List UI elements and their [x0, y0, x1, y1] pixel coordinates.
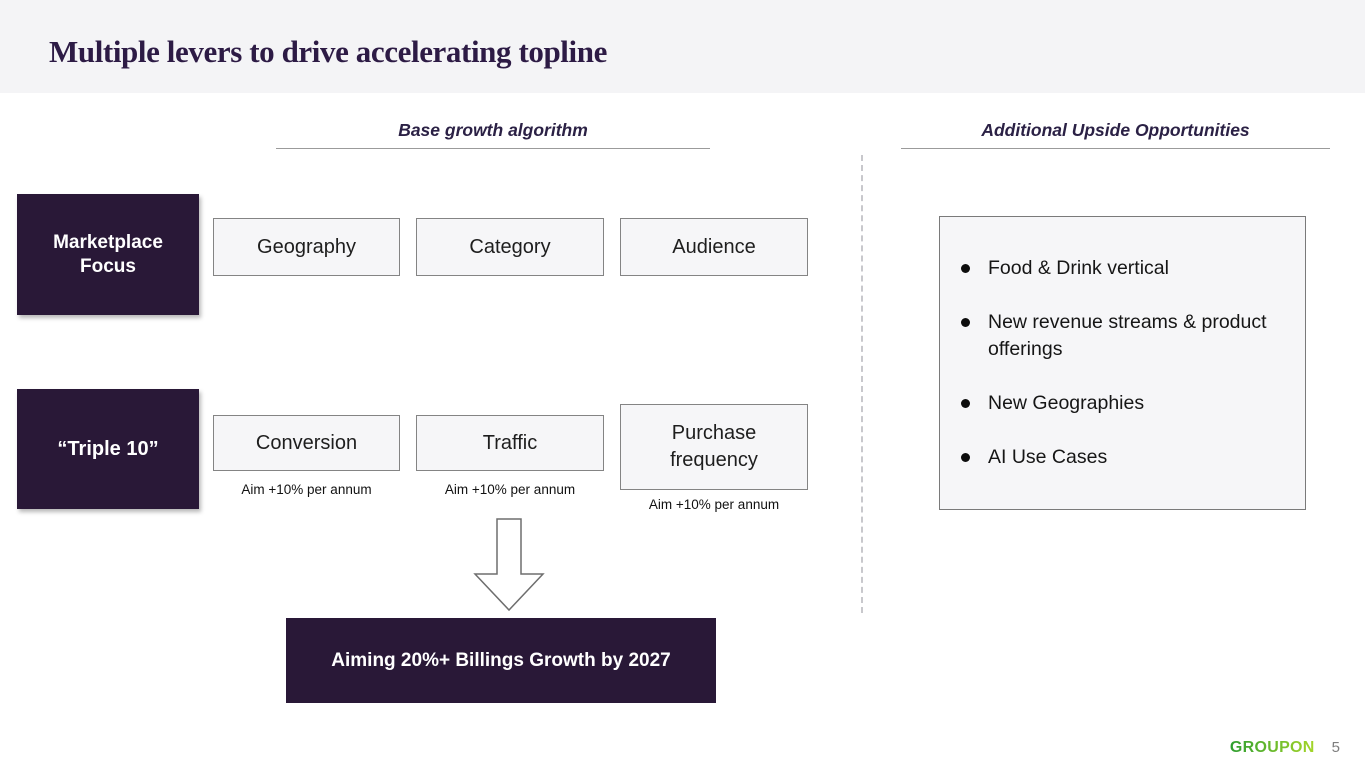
outcome-box: Aiming 20%+ Billings Growth by 2027: [286, 618, 716, 703]
base-growth-underline: [276, 148, 710, 149]
category-box: Category: [416, 218, 604, 276]
page-title: Multiple levers to drive accelerating to…: [49, 34, 607, 69]
upside-bullet-list: Food & Drink vertical New revenue stream…: [940, 217, 1305, 471]
list-item: AI Use Cases: [940, 444, 1287, 471]
slide-header-strip: [0, 0, 1365, 93]
upside-panel: Food & Drink vertical New revenue stream…: [939, 216, 1306, 510]
upside-header: Additional Upside Opportunities: [981, 120, 1250, 140]
groupon-logo: GROUPON: [1229, 739, 1315, 756]
aim-note-conversion: Aim +10% per annum: [241, 482, 372, 497]
audience-box: Audience: [620, 218, 808, 276]
conversion-box: Conversion: [213, 415, 400, 471]
triple-10-box: “Triple 10”: [17, 389, 199, 509]
arrow-down-icon: [473, 518, 545, 612]
base-growth-header: Base growth algorithm: [398, 120, 588, 140]
slide-footer: GROUPON 5: [1230, 739, 1340, 757]
list-item: Food & Drink vertical: [940, 255, 1287, 282]
traffic-box: Traffic: [416, 415, 604, 471]
purchase-frequency-box: Purchase frequency: [620, 404, 808, 490]
geography-box: Geography: [213, 218, 400, 276]
section-divider: [861, 155, 863, 613]
list-item: New Geographies: [940, 390, 1287, 417]
aim-note-traffic: Aim +10% per annum: [444, 482, 576, 497]
aim-note-purchase-frequency: Aim +10% per annum: [648, 497, 780, 512]
page-number: 5: [1331, 739, 1340, 756]
list-item: New revenue streams & product offerings: [940, 309, 1287, 363]
upside-underline: [901, 148, 1330, 149]
marketplace-focus-box: Marketplace Focus: [17, 194, 199, 315]
